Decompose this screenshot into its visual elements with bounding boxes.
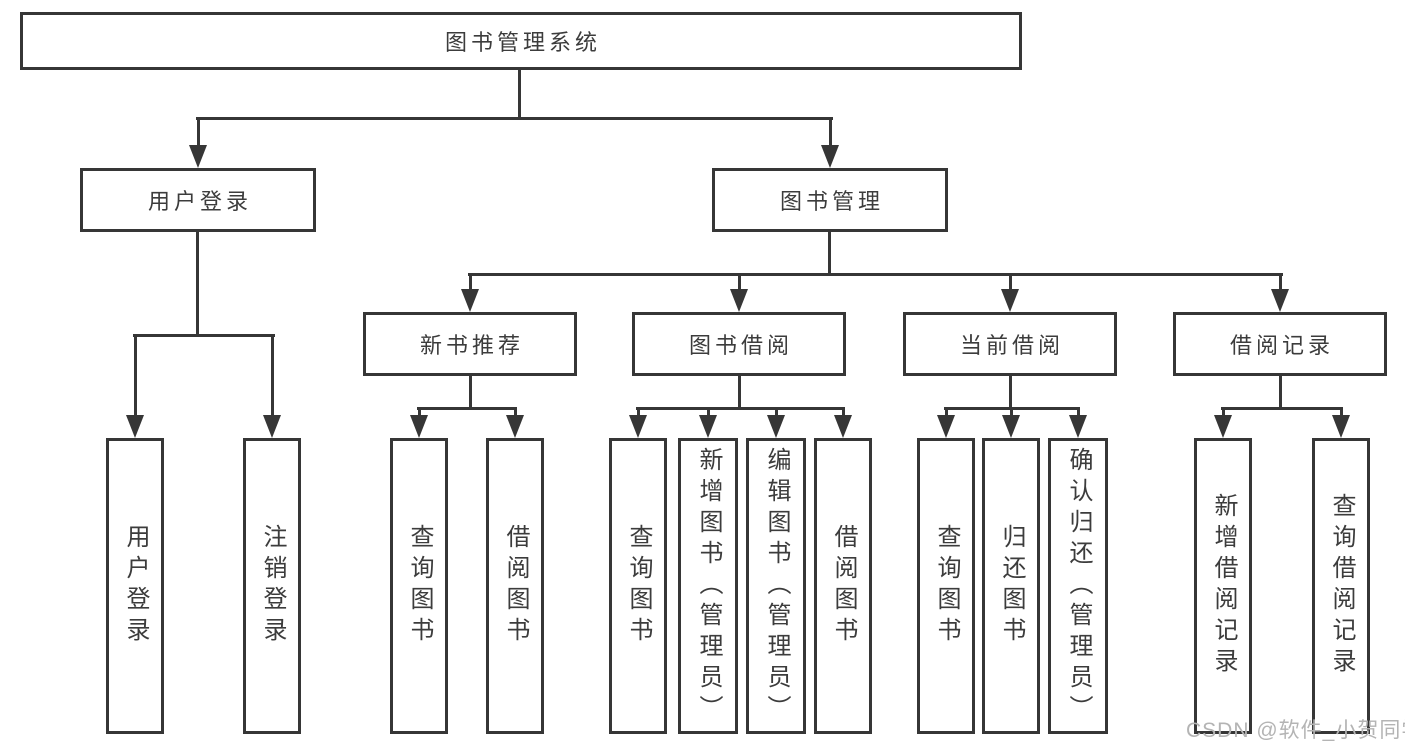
node-bb-edit-book-admin-label: 编辑图书（管理员） <box>763 446 790 726</box>
node-nbr-borrow-book-label: 借阅图书 <box>502 524 529 648</box>
node-user-login-label: 用户登录 <box>147 189 252 214</box>
node-borrow-records: 借阅记录 <box>1173 312 1387 376</box>
arrow-down-icon <box>461 273 479 312</box>
node-nbr-query-book-label: 查询图书 <box>406 524 433 648</box>
node-library-system: 图书管理系统 <box>20 12 1022 70</box>
node-bb-query-book: 查询图书 <box>609 438 667 734</box>
arrow-down-icon <box>263 334 281 438</box>
node-cb-return-book: 归还图书 <box>982 438 1040 734</box>
arrow-down-icon <box>126 334 144 438</box>
arrow-down-icon <box>821 117 839 168</box>
arrow-down-icon <box>1002 407 1020 438</box>
node-cb-query-book: 查询图书 <box>917 438 975 734</box>
connector-line <box>1009 376 1012 410</box>
connector-line <box>636 407 845 410</box>
node-logout-label: 注销登录 <box>259 524 286 648</box>
connector-line <box>828 232 831 276</box>
connector-line <box>518 69 521 119</box>
connector-line <box>196 117 833 120</box>
node-bb-query-book-label: 查询图书 <box>625 524 652 648</box>
node-book-borrow-label: 图书借阅 <box>688 333 793 358</box>
node-nbr-borrow-book: 借阅图书 <box>486 438 544 734</box>
node-book-management: 图书管理 <box>712 168 948 232</box>
node-bb-add-book-admin-label: 新增图书（管理员） <box>695 446 722 726</box>
connector-line <box>1279 376 1282 410</box>
connector-line <box>469 376 472 410</box>
arrow-down-icon <box>629 407 647 438</box>
node-br-add-record: 新增借阅记录 <box>1194 438 1252 734</box>
arrow-down-icon <box>1214 407 1232 438</box>
arrow-down-icon <box>506 407 524 438</box>
node-login: 用户登录 <box>106 438 164 734</box>
arrow-down-icon <box>1069 407 1087 438</box>
node-logout: 注销登录 <box>243 438 301 734</box>
node-login-label: 用户登录 <box>122 524 149 648</box>
arrow-down-icon <box>189 117 207 168</box>
node-br-query-record: 查询借阅记录 <box>1312 438 1370 734</box>
connector-line <box>417 407 517 410</box>
arrow-down-icon <box>699 407 717 438</box>
node-br-query-record-label: 查询借阅记录 <box>1328 493 1355 679</box>
node-bb-edit-book-admin: 编辑图书（管理员） <box>746 438 806 734</box>
arrow-down-icon <box>834 407 852 438</box>
node-cb-confirm-return-admin: 确认归还（管理员） <box>1048 438 1108 734</box>
node-current-borrow: 当前借阅 <box>903 312 1117 376</box>
node-br-add-record-label: 新增借阅记录 <box>1210 493 1237 679</box>
arrow-down-icon <box>1001 273 1019 312</box>
node-cb-query-book-label: 查询图书 <box>933 524 960 648</box>
node-new-book-recommend: 新书推荐 <box>363 312 577 376</box>
arrow-down-icon <box>767 407 785 438</box>
connector-line <box>738 376 741 410</box>
node-nbr-query-book: 查询图书 <box>390 438 448 734</box>
node-current-borrow-label: 当前借阅 <box>959 333 1064 358</box>
arrow-down-icon <box>1271 273 1289 312</box>
arrow-down-icon <box>410 407 428 438</box>
node-borrow-records-label: 借阅记录 <box>1229 333 1334 358</box>
node-cb-return-book-label: 归还图书 <box>998 524 1025 648</box>
node-user-login: 用户登录 <box>80 168 316 232</box>
connector-line <box>196 232 199 336</box>
node-new-book-recommend-label: 新书推荐 <box>419 333 524 358</box>
watermark-text: CSDN @软件_小贺同学 <box>1186 719 1405 742</box>
node-book-management-label: 图书管理 <box>779 189 884 214</box>
node-cb-confirm-return-admin-label: 确认归还（管理员） <box>1065 446 1092 726</box>
node-library-system-label: 图书管理系统 <box>444 30 601 55</box>
node-bb-borrow-book-label: 借阅图书 <box>830 524 857 648</box>
node-bb-borrow-book: 借阅图书 <box>814 438 872 734</box>
arrow-down-icon <box>730 273 748 312</box>
arrow-down-icon <box>937 407 955 438</box>
arrow-down-icon <box>1332 407 1350 438</box>
connector-line <box>468 273 1283 276</box>
connector-line <box>133 334 275 337</box>
node-bb-add-book-admin: 新增图书（管理员） <box>678 438 738 734</box>
node-book-borrow: 图书借阅 <box>632 312 846 376</box>
connector-line <box>1221 407 1343 410</box>
